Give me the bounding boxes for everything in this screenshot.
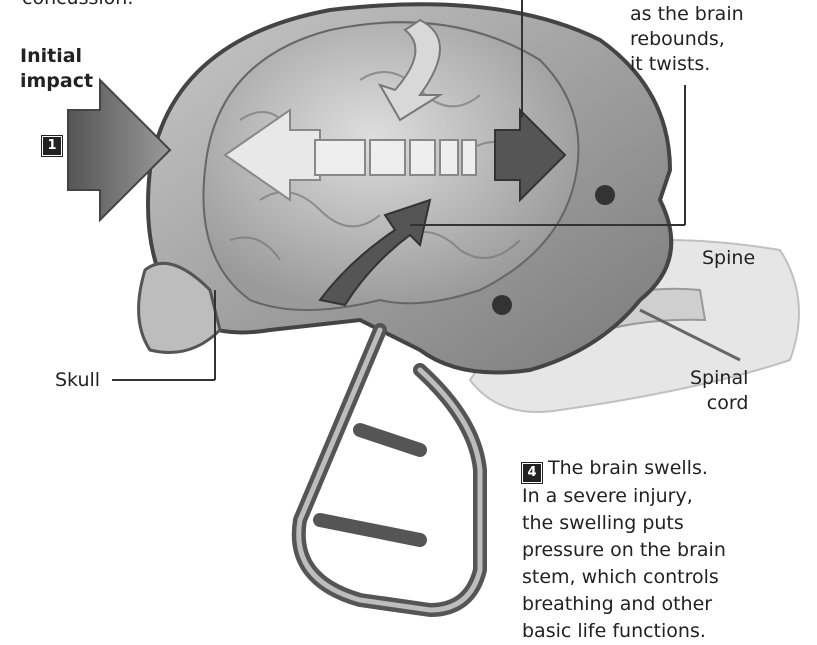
top-fragment-text: concussion. bbox=[22, 0, 133, 11]
step-1-badge: 1 bbox=[42, 136, 62, 156]
rebound-caption: as the brain rebounds, it twists. bbox=[630, 2, 744, 77]
skull-label: Skull bbox=[55, 368, 100, 393]
spinal-cord-label: Spinal cord bbox=[690, 366, 748, 416]
step-4-text: The brain swells. In a severe injury, th… bbox=[522, 457, 726, 642]
helmet-screw-bottom bbox=[492, 295, 512, 315]
initial-impact-label: Initial impact bbox=[20, 44, 93, 94]
step-4-caption: 4The brain swells. In a severe injury, t… bbox=[522, 455, 812, 645]
face-mask bbox=[299, 330, 480, 610]
step-4-badge: 4 bbox=[522, 463, 542, 483]
helmet-screw-top bbox=[595, 185, 615, 205]
spine-label: Spine bbox=[702, 246, 755, 271]
motion-blocks bbox=[315, 140, 476, 175]
